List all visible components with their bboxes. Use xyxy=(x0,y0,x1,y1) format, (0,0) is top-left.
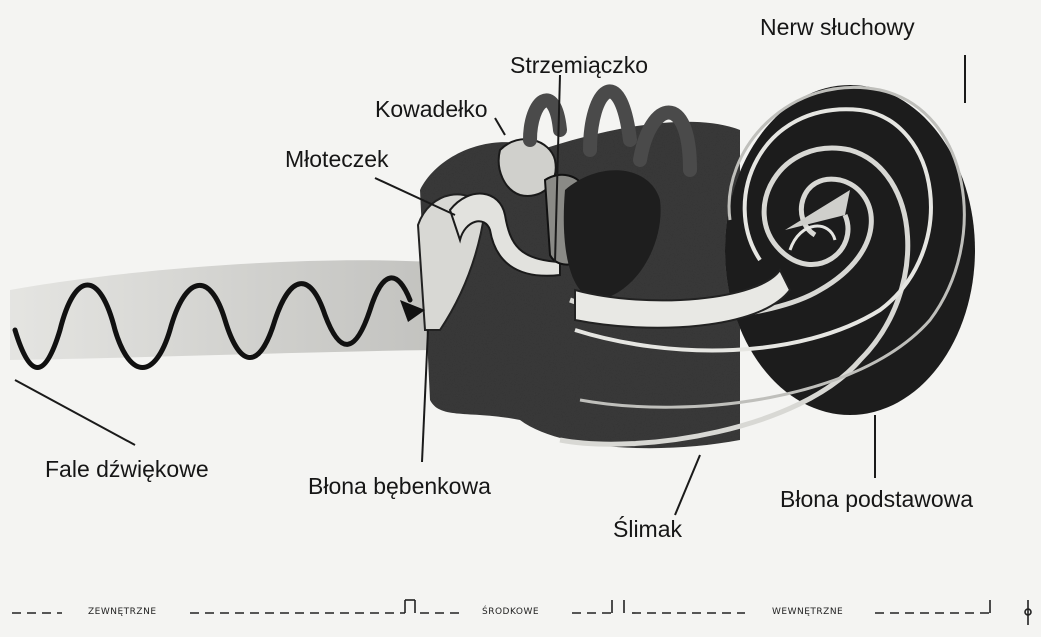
label-eardrum: Błona bębenkowa xyxy=(308,473,491,500)
label-basilar-membrane: Błona podstawowa xyxy=(780,486,973,513)
section-inner-ear: WEWNĘTRZNE xyxy=(772,607,843,617)
label-auditory-nerve: Nerw słuchowy xyxy=(760,14,915,41)
label-cochlea: Ślimak xyxy=(613,516,682,543)
section-middle-ear: ŚRODKOWE xyxy=(482,607,539,617)
label-incus: Kowadełko xyxy=(375,96,488,123)
section-outer-ear: ZEWNĘTRZNE xyxy=(88,607,157,617)
label-malleus: Młoteczek xyxy=(285,146,389,173)
label-sound-waves: Fale dźwiękowe xyxy=(45,456,209,483)
label-stapes: Strzemiączko xyxy=(510,52,648,79)
